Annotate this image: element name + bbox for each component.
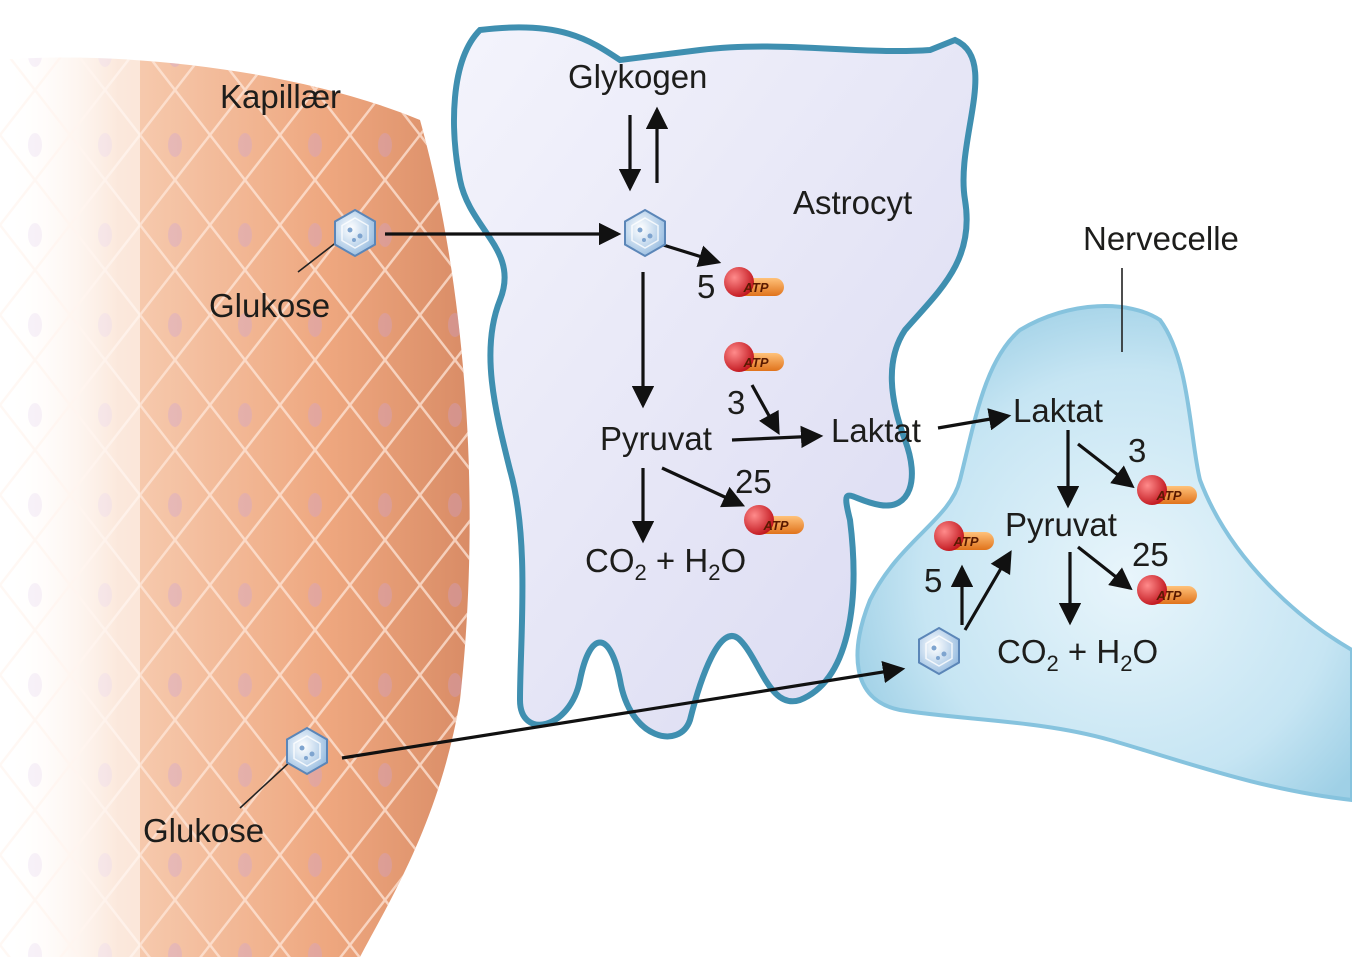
yield-astro-glycolysis: 5: [697, 268, 715, 305]
glucose-molecule-capillary-bottom-icon: [286, 727, 328, 775]
glucose-molecule-neuron-icon: [918, 627, 960, 675]
arrow-atp-to-lactate-step: [750, 384, 780, 435]
arrow-astro-glycolysis-atp: [659, 242, 722, 268]
yield-neuron-oxidative: 25: [1132, 536, 1169, 573]
pyruvate-astrocyte-label: Pyruvat: [600, 420, 712, 457]
astrocyte-label: Astrocyt: [793, 184, 912, 221]
capillary: [0, 0, 470, 957]
arrow-glucose-to-pyruvate-neuron: [963, 550, 1012, 631]
co2-h2o-astrocyte-label: CO2 + H2O: [585, 542, 746, 585]
neuron-label: Nervecelle: [1083, 220, 1239, 257]
glucose-bottom-label: Glukose: [143, 812, 264, 849]
arrow-neuron-lactate-atp: [1077, 442, 1135, 489]
pyruvate-neuron-label: Pyruvat: [1005, 506, 1117, 543]
yield-neuron-glycolysis: 5: [924, 562, 942, 599]
pathway-arrows: [341, 106, 1135, 760]
glucose-bottom-leader-line: [239, 759, 293, 809]
yield-neuron-lactate: 3: [1128, 432, 1146, 469]
yield-astro-oxidative: 25: [735, 463, 772, 500]
arrow-pyruvate-to-lactate-astro: [731, 425, 824, 449]
glycogen-label: Glykogen: [568, 58, 707, 95]
lactate-neuron-label: Laktat: [1013, 392, 1103, 429]
neuron: [855, 304, 1352, 803]
arrow-lactate-shuttle: [937, 408, 1012, 431]
arrow-neuron-oxidative-atp: [1077, 545, 1133, 591]
capillary-label: Kapillær: [220, 78, 341, 115]
lactate-astrocyte-label: Laktat: [831, 412, 921, 449]
arrow-astro-oxidative-atp: [661, 466, 746, 508]
glucose-top-label: Glukose: [209, 287, 330, 324]
yield-astro-lactate: 3: [727, 384, 745, 421]
glucose-molecule-capillary-top-icon: [334, 209, 376, 257]
arrow-glucose-to-neuron: [341, 660, 906, 760]
glucose-molecule-astrocyte-icon: [624, 209, 666, 257]
co2-h2o-neuron-label: CO2 + H2O: [997, 633, 1158, 676]
